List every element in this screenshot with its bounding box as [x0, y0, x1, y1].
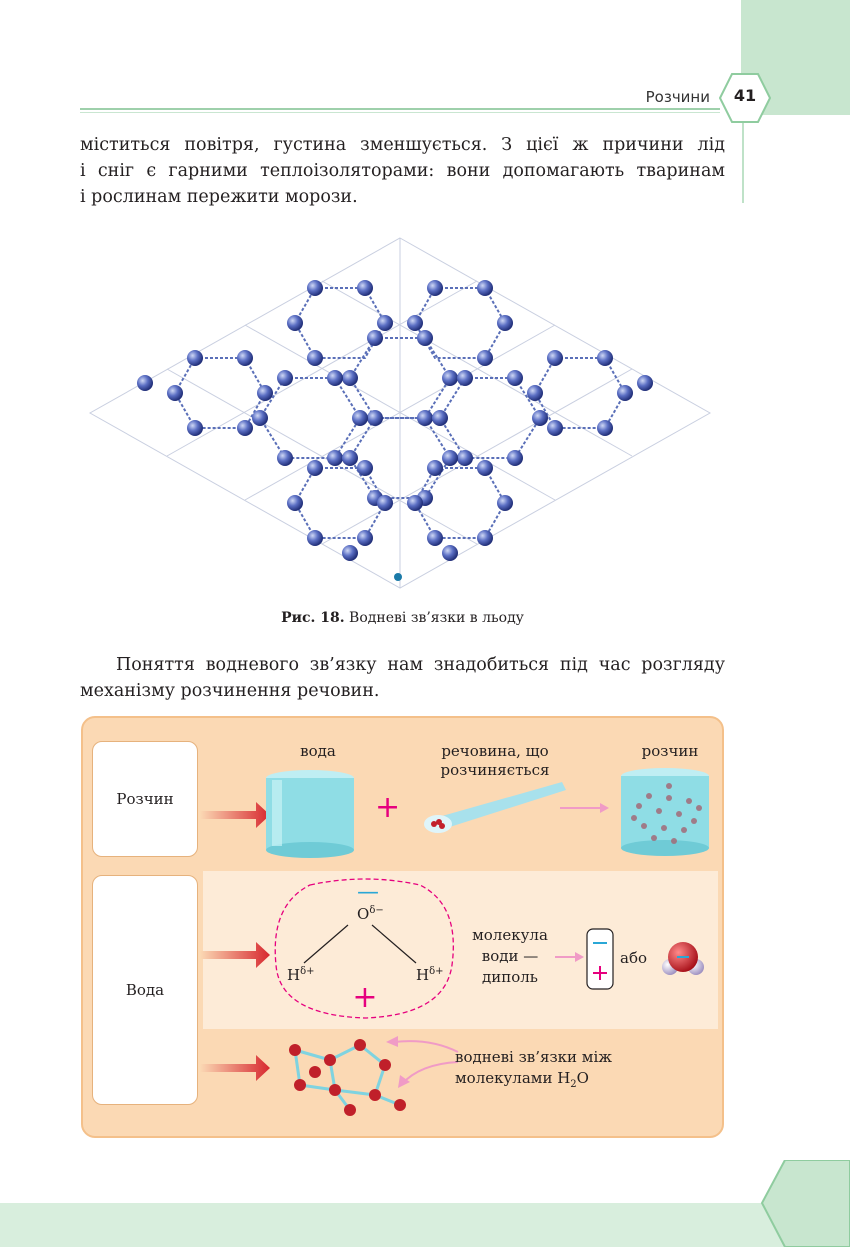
dipole-icon	[586, 928, 614, 990]
bonds-label-line: молекулами H2O	[455, 1068, 655, 1095]
substance-label: речовина, що розчиняється	[420, 742, 570, 780]
label-box-water: Вода	[92, 875, 198, 1105]
intro-line: і рослинам пережити морози.	[80, 187, 358, 207]
bonds-text: O	[576, 1069, 589, 1087]
spatula-icon	[424, 782, 566, 833]
water-beaker-icon	[266, 770, 354, 858]
bonds-text: молекулами H	[455, 1069, 571, 1087]
dipole-label-line: диполь	[482, 968, 538, 986]
arrow-right-icon	[200, 1055, 270, 1081]
page-number-hexagon-icon	[719, 73, 771, 123]
pointer-arrows-icon	[386, 1036, 459, 1088]
hydrogen-charge: δ+	[300, 966, 315, 977]
dipole-label-line: води —	[481, 947, 539, 965]
bonds-subscript: 2	[570, 1079, 577, 1090]
section-title: Розчини	[645, 88, 710, 106]
solution-beaker-icon	[621, 768, 709, 856]
hydrogen-bonds-label: водневі зв’язки між молекулами H2O	[455, 1047, 655, 1095]
figure-caption: Рис. 18. Водневі зв’язки в льоду	[80, 610, 725, 626]
arrow-right-pink-icon	[555, 952, 584, 962]
hydrogen-letter: H	[287, 966, 301, 984]
arrow-right-icon	[200, 802, 270, 828]
bonds-label-line: водневі зв’язки між	[455, 1048, 613, 1066]
margin-rule	[742, 115, 744, 203]
substance-label-line: речовина, що	[441, 742, 549, 760]
para-line: механізму розчинення речовин.	[80, 681, 380, 701]
dipole-label: молекула води — диполь	[465, 925, 555, 988]
ice-lattice-figure	[88, 237, 712, 589]
oxygen-symbol: Oδ−	[357, 905, 384, 923]
intro-line: міститься повітря, густина зменшується. …	[80, 135, 725, 155]
para-line: Поняття водневого зв’язку нам знадобитьс…	[116, 655, 725, 675]
footer-band	[0, 1203, 850, 1247]
second-paragraph: Поняття водневого зв’язку нам знадобитьс…	[80, 652, 725, 704]
hydrogen-left-symbol: Hδ+	[287, 966, 315, 984]
oxygen-letter: O	[357, 905, 370, 923]
oxygen-charge: δ−	[369, 905, 384, 916]
header-rule-thin	[80, 112, 720, 113]
water-molecule-diagram	[274, 878, 454, 1019]
caption-label: Рис. 18.	[281, 610, 345, 626]
minus-sign: —	[357, 880, 379, 905]
header-rule	[80, 108, 720, 110]
plus-sign: +	[352, 980, 378, 1015]
dipole-label-line: молекула	[472, 926, 548, 944]
corner-tab-icon	[760, 1160, 850, 1247]
oxygen-atoms	[137, 280, 653, 561]
plus-sign: +	[375, 790, 401, 825]
intro-paragraph: міститься повітря, густина зменшується. …	[80, 132, 725, 210]
hydrogen-right-symbol: Hδ+	[416, 966, 444, 984]
water-label: вода	[300, 742, 336, 760]
scheme-row-water-bg	[203, 871, 718, 1029]
row-label-solution: Розчин	[116, 790, 174, 808]
label-box-solution: Розчин	[92, 741, 198, 857]
substance-label-line: розчиняється	[440, 761, 550, 779]
solution-label: розчин	[641, 742, 699, 760]
hydrogen-letter: H	[416, 966, 430, 984]
hydrogen-bonds-network-icon	[289, 1039, 406, 1116]
arrow-right-pink-icon	[560, 803, 609, 813]
page-number: 41	[733, 86, 757, 105]
water-molecule-model-icon	[662, 942, 704, 975]
intro-line: і сніг є гарними теплоізоляторами: вони …	[80, 161, 725, 181]
row-label-water: Вода	[125, 981, 165, 999]
origin-marker-icon	[394, 573, 402, 581]
hydrogen-charge: δ+	[429, 966, 444, 977]
arrow-right-icon	[200, 942, 270, 968]
caption-text: Водневі зв’язки в льоду	[344, 610, 524, 626]
or-label: або	[620, 949, 648, 967]
